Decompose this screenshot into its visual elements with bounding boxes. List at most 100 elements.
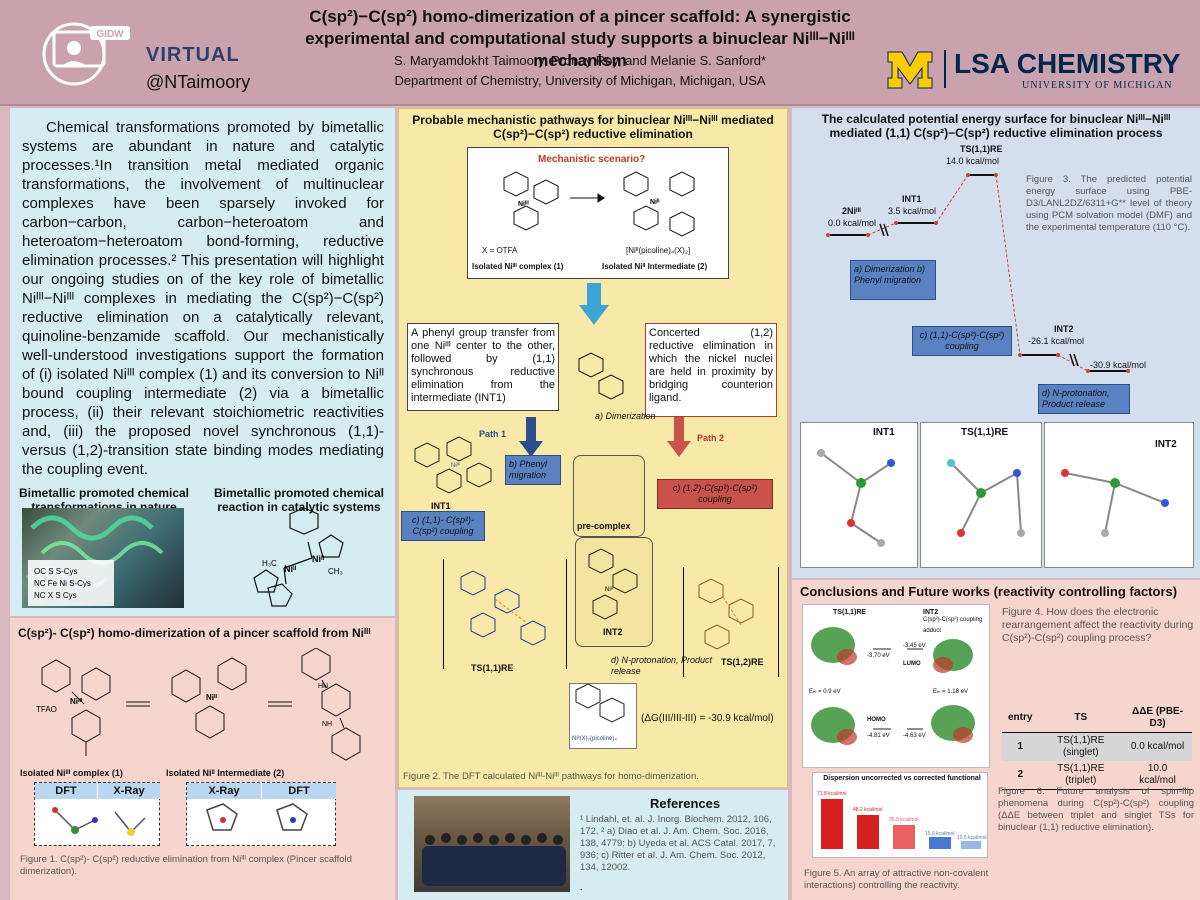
- ball-stick-model-icon: [206, 803, 308, 831]
- pes-name-ts: TS(1,1)RE: [960, 144, 1003, 154]
- references-dot: .: [580, 882, 583, 892]
- svg-text:Niᴵᴵ: Niᴵᴵ: [312, 554, 325, 564]
- int2-3d-structure: INT2: [1044, 422, 1194, 568]
- figure1-caption: Figure 1. C(sp²)- C(sp²) reductive elimi…: [20, 854, 352, 877]
- poster-affiliation: Department of Chemistry, University of M…: [394, 73, 766, 88]
- bar-3: [893, 825, 915, 849]
- table-header-dde: ΔΔE (PBE-D3): [1123, 704, 1192, 733]
- svg-text:Niᴵᴵᴵ: Niᴵᴵᴵ: [518, 201, 529, 208]
- ts12-label: TS(1,2)RE: [721, 657, 764, 667]
- molecule-3d-icon: [817, 449, 895, 547]
- dimerization-step: a) Dimerization: [595, 411, 656, 421]
- orb-int2-label: INT2: [923, 609, 939, 616]
- spin-energy-table: entry TS ΔΔE (PBE-D3) 1 TS(1,1)RE (singl…: [1002, 704, 1192, 790]
- molecule-3d-icon: [1061, 469, 1169, 537]
- pes-curve-icon: [826, 173, 1130, 373]
- tab-dft-2: DFT: [262, 783, 336, 799]
- orb-lumo: LUMO: [903, 661, 921, 667]
- orb-gap2: Eₕₗ = 1.18 eV: [933, 689, 968, 695]
- int2-box: [575, 537, 653, 647]
- pes-level-2ni: [828, 234, 868, 236]
- bar-2: [857, 815, 879, 849]
- table-cell: 2: [1017, 769, 1023, 780]
- pes-level-int1: [896, 222, 936, 224]
- protein-structure-image: OC S S-Cys NC Fe Ni S-Cys NC X S Cys: [22, 508, 184, 608]
- table-header-entry: entry: [1002, 704, 1039, 733]
- scenario-intermediate2-label: Isolated Niᴵᴵ Intermediate (2): [602, 262, 708, 271]
- bar-chart-title: Dispersion uncorrected vs corrected func…: [823, 775, 981, 782]
- figure4-caption: Figure 4. How does the electronic rearra…: [1002, 606, 1194, 644]
- bar-5: [961, 841, 981, 849]
- pes-energy-final: -30.9 kcal/mol: [1090, 360, 1147, 370]
- delta-g-label: (ΔG(III/III-III) = -30.9 kcal/mol): [641, 713, 774, 724]
- svg-text:NC X S Cys: NC X S Cys: [34, 591, 77, 600]
- ball-stick-model-icon: [52, 807, 146, 836]
- path2-arrow-icon: [667, 417, 691, 457]
- dimerization-scheme-icon: TFAO Niᴵᴵᴵ Niᴵᴵ HN NH: [36, 648, 361, 761]
- orb-homo: HOMO: [867, 717, 886, 723]
- orb-int2-sub: C(sp²)-C(sp²) coupling adduct: [923, 617, 983, 634]
- intermediate2-label: Isolated Niᴵᴵ Intermediate (2): [166, 768, 285, 778]
- mechanism-panel: Probable mechanistic pathways for binucl…: [398, 108, 788, 788]
- table-row: 2 TS(1,1)RE (triplet) 10.0 kcal/mol: [1002, 761, 1192, 790]
- struct-label-ts: TS(1,1)RE: [961, 427, 1009, 438]
- dispersion-bar-chart: Dispersion uncorrected vs corrected func…: [812, 772, 988, 858]
- int1-structure-icon: Niᴵᴵᴵ: [414, 436, 492, 494]
- orbitals-figure: TS(1,1)RE INT2 C(sp²)-C(sp²) coupling ad…: [802, 604, 990, 768]
- path1-arrow-icon: [519, 417, 543, 457]
- pes-energy-2ni: 0.0 kcal/mol: [828, 218, 877, 228]
- bar-value-3: 35.9 kcal/mol: [889, 817, 919, 823]
- final-product-box: Niᴵᴵ(X)₂(picoline)₄: [569, 683, 637, 749]
- mechanism-heading: Probable mechanistic pathways for binucl…: [412, 113, 774, 141]
- tab-xray-2: X-Ray: [187, 783, 261, 799]
- orb-e2: -3.45 eV: [903, 643, 926, 649]
- pes-name-int2: INT2: [1054, 324, 1074, 334]
- pes-level-ts: [968, 174, 996, 176]
- table-cell: 10.0 kcal/mol: [1139, 763, 1176, 786]
- twitter-handle: @NTaimoory: [146, 72, 251, 92]
- pes-box-dimerization: a) Dimerization b) Phenyl migration: [850, 260, 936, 300]
- x-equals-label: X = OTFA: [482, 246, 518, 255]
- references-heading: References: [650, 796, 721, 811]
- figure3-caption: Figure 3. The predicted potential energy…: [1026, 174, 1192, 233]
- svg-text:Niᴵᴵᴵ: Niᴵᴵᴵ: [451, 462, 460, 469]
- int2-label: INT2: [603, 627, 623, 637]
- molecule-3d-icon: [947, 459, 1025, 537]
- product-formula: [Niᴵᴵ(picoline)₄(X)₂]: [626, 246, 691, 255]
- table-cell: TS(1,1)RE (triplet): [1057, 763, 1105, 786]
- bar-value-2: 48.2 kcal/mol: [853, 807, 883, 813]
- figure5-caption: Figure 5. An array of attractive non-cov…: [804, 868, 989, 891]
- svg-text:Niᴵᴵ: Niᴵᴵ: [605, 586, 613, 593]
- arrow-down-icon: [579, 283, 609, 325]
- path1-description: A phenyl group transfer from one Niᴵᴵᴵ c…: [407, 323, 559, 411]
- pes-box-coupling: c) (1,1)-C(sp²)-C(sp²) coupling: [912, 326, 1012, 356]
- svg-text:Niᴵᴵ: Niᴵᴵ: [284, 564, 297, 574]
- crystal-image-1: DFT X-Ray: [34, 782, 160, 846]
- coupling11-box: c) (1,1)- C(sp²)-C(sp²) coupling: [401, 511, 485, 541]
- bar-4: [929, 837, 951, 849]
- group-people-icon: [422, 833, 566, 886]
- pes-panel: The calculated potential energy surface …: [792, 108, 1200, 578]
- svg-text:NH: NH: [322, 721, 332, 728]
- bar-value-4: 15.8 kcal/mol: [925, 831, 955, 837]
- ts12-bracket: [683, 567, 779, 677]
- table-header-ts: TS: [1038, 704, 1124, 733]
- poster-authors: S. Maryamdokht Taimoory, Pronay Roy, and…: [393, 53, 767, 68]
- bar-value-5: 10.5 kcal/mol: [957, 835, 987, 841]
- pes-energy-int2: -26.1 kcal/mol: [1028, 336, 1085, 346]
- scenario-scheme-icon: Niᴵᴵᴵ Niᴵᴵ: [503, 171, 695, 237]
- gidw-logo-icon: GIDW: [42, 22, 130, 86]
- figure2-caption: Figure 2. The DFT calculated Niᴵᴵᴵ-Niᴵᴵᴵ…: [403, 771, 699, 782]
- precomplex-label: pre-complex: [577, 521, 631, 531]
- struct-label-int1: INT1: [873, 427, 895, 438]
- precomplex-structure-icon: [578, 352, 624, 400]
- ts11-bracket: [443, 559, 567, 669]
- table-cell: 1: [1017, 741, 1023, 752]
- poster-header: [0, 0, 1200, 106]
- dimerization-panel: C(sp²)- C(sp²) homo-dimerization of a pi…: [10, 618, 395, 900]
- bar-value-1: 71.8 kcal/mol: [817, 791, 847, 797]
- complex1-label: Isolated Niᴵᴵᴵ complex (1): [20, 768, 123, 778]
- virtual-label: VIRTUAL: [146, 44, 240, 66]
- nickel-dimer-structure-icon: H₃C Niᴵᴵ Niᴵᴵ CH₃: [253, 508, 344, 607]
- struct-label-int2: INT2: [1155, 439, 1177, 450]
